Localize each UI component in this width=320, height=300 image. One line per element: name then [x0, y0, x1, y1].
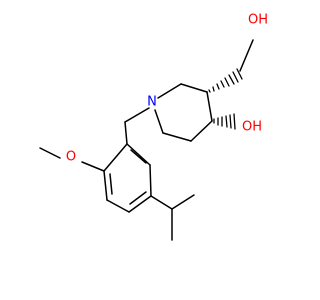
bond-c2-c3: [180, 83, 208, 93]
atom-label-nitrogen: N: [147, 95, 157, 110]
atom-label-hydroxymethyl-oh: OH: [248, 13, 268, 28]
bond-ar-4: [106, 199, 130, 213]
bond-benzyl-ring: [124, 121, 128, 145]
structure-canvas: OH OH N O: [39, 12, 269, 241]
molecule-structure-diagram: OH OH N O: [39, 13, 268, 241]
atom-label-methoxy-o: O: [66, 150, 76, 165]
aromatic-double-bonds: [109, 149, 147, 205]
bond-ar-o: [81, 161, 105, 172]
bond-ipr-me1: [171, 194, 195, 210]
bond-ar-ipr: [150, 195, 173, 210]
aromatic-inner-line: [130, 149, 147, 164]
bond-c3-c4: [206, 91, 213, 122]
hashed-bond-c3-ch2oh: [208, 68, 243, 93]
aromatic-inner-line: [109, 173, 113, 195]
bond-ar-3: [128, 195, 152, 213]
bond-c6-n: [154, 109, 164, 134]
bond-ar-2: [149, 164, 152, 197]
bond-ar-6: [103, 143, 128, 172]
bond-group: [39, 39, 254, 241]
bond-n-c2: [157, 83, 182, 99]
bond-ar-5: [103, 170, 108, 201]
bond-c5-c6: [162, 132, 192, 142]
bond-ch2-oh: [239, 39, 254, 72]
aromatic-inner-line: [129, 191, 147, 205]
bond-ar-1: [126, 143, 151, 166]
hashed-bond-c4-oh: [213, 113, 236, 130]
atom-label-ring-oh: OH: [242, 120, 262, 135]
bond-o-ch3: [39, 147, 61, 159]
hashed-wedge-bonds: [208, 68, 243, 130]
bond-c4-c5: [190, 120, 213, 142]
bond-n-benzyl: [124, 107, 150, 123]
